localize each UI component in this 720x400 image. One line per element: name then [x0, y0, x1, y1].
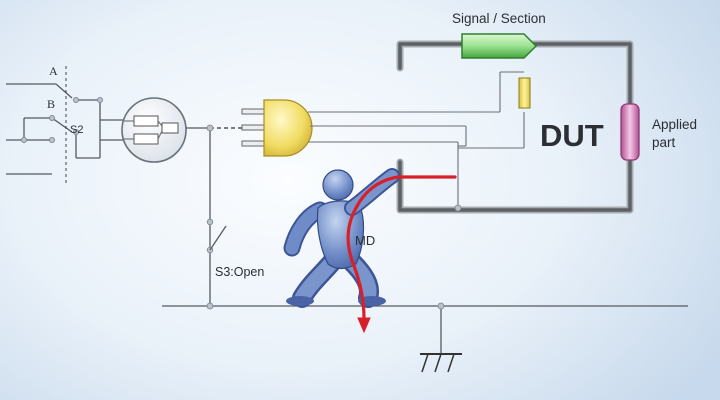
switch-s2-label: S2 [70, 124, 83, 136]
ground-icon [421, 353, 455, 373]
dut-label: DUT [540, 118, 604, 153]
switch-s3 [206, 218, 227, 254]
ground-bus [162, 305, 688, 355]
socket-icon [121, 97, 187, 163]
fuse-element [518, 77, 531, 109]
current-arrow-icon [346, 175, 457, 334]
signal-section-label: Signal / Section [452, 11, 546, 26]
md-label: MD [355, 233, 375, 248]
switch-s3-label: S3:Open [215, 265, 264, 279]
mains-lines [6, 83, 124, 175]
ground-node-left [206, 302, 214, 310]
enclosure-node [454, 204, 462, 212]
switch-nodes [20, 97, 104, 143]
applied-part-block [620, 103, 640, 161]
plug-cord [308, 71, 525, 208]
earth-node [206, 124, 214, 132]
ground-node-right [437, 302, 445, 310]
switch-a-label: A [49, 64, 58, 78]
person-icon [283, 168, 400, 308]
applied-part-label-line2: part [652, 135, 676, 150]
signal-section-block [461, 33, 538, 59]
switch-b-label: B [47, 97, 55, 111]
applied-part-label-line1: Applied [652, 117, 697, 132]
plug-icon [241, 99, 313, 157]
